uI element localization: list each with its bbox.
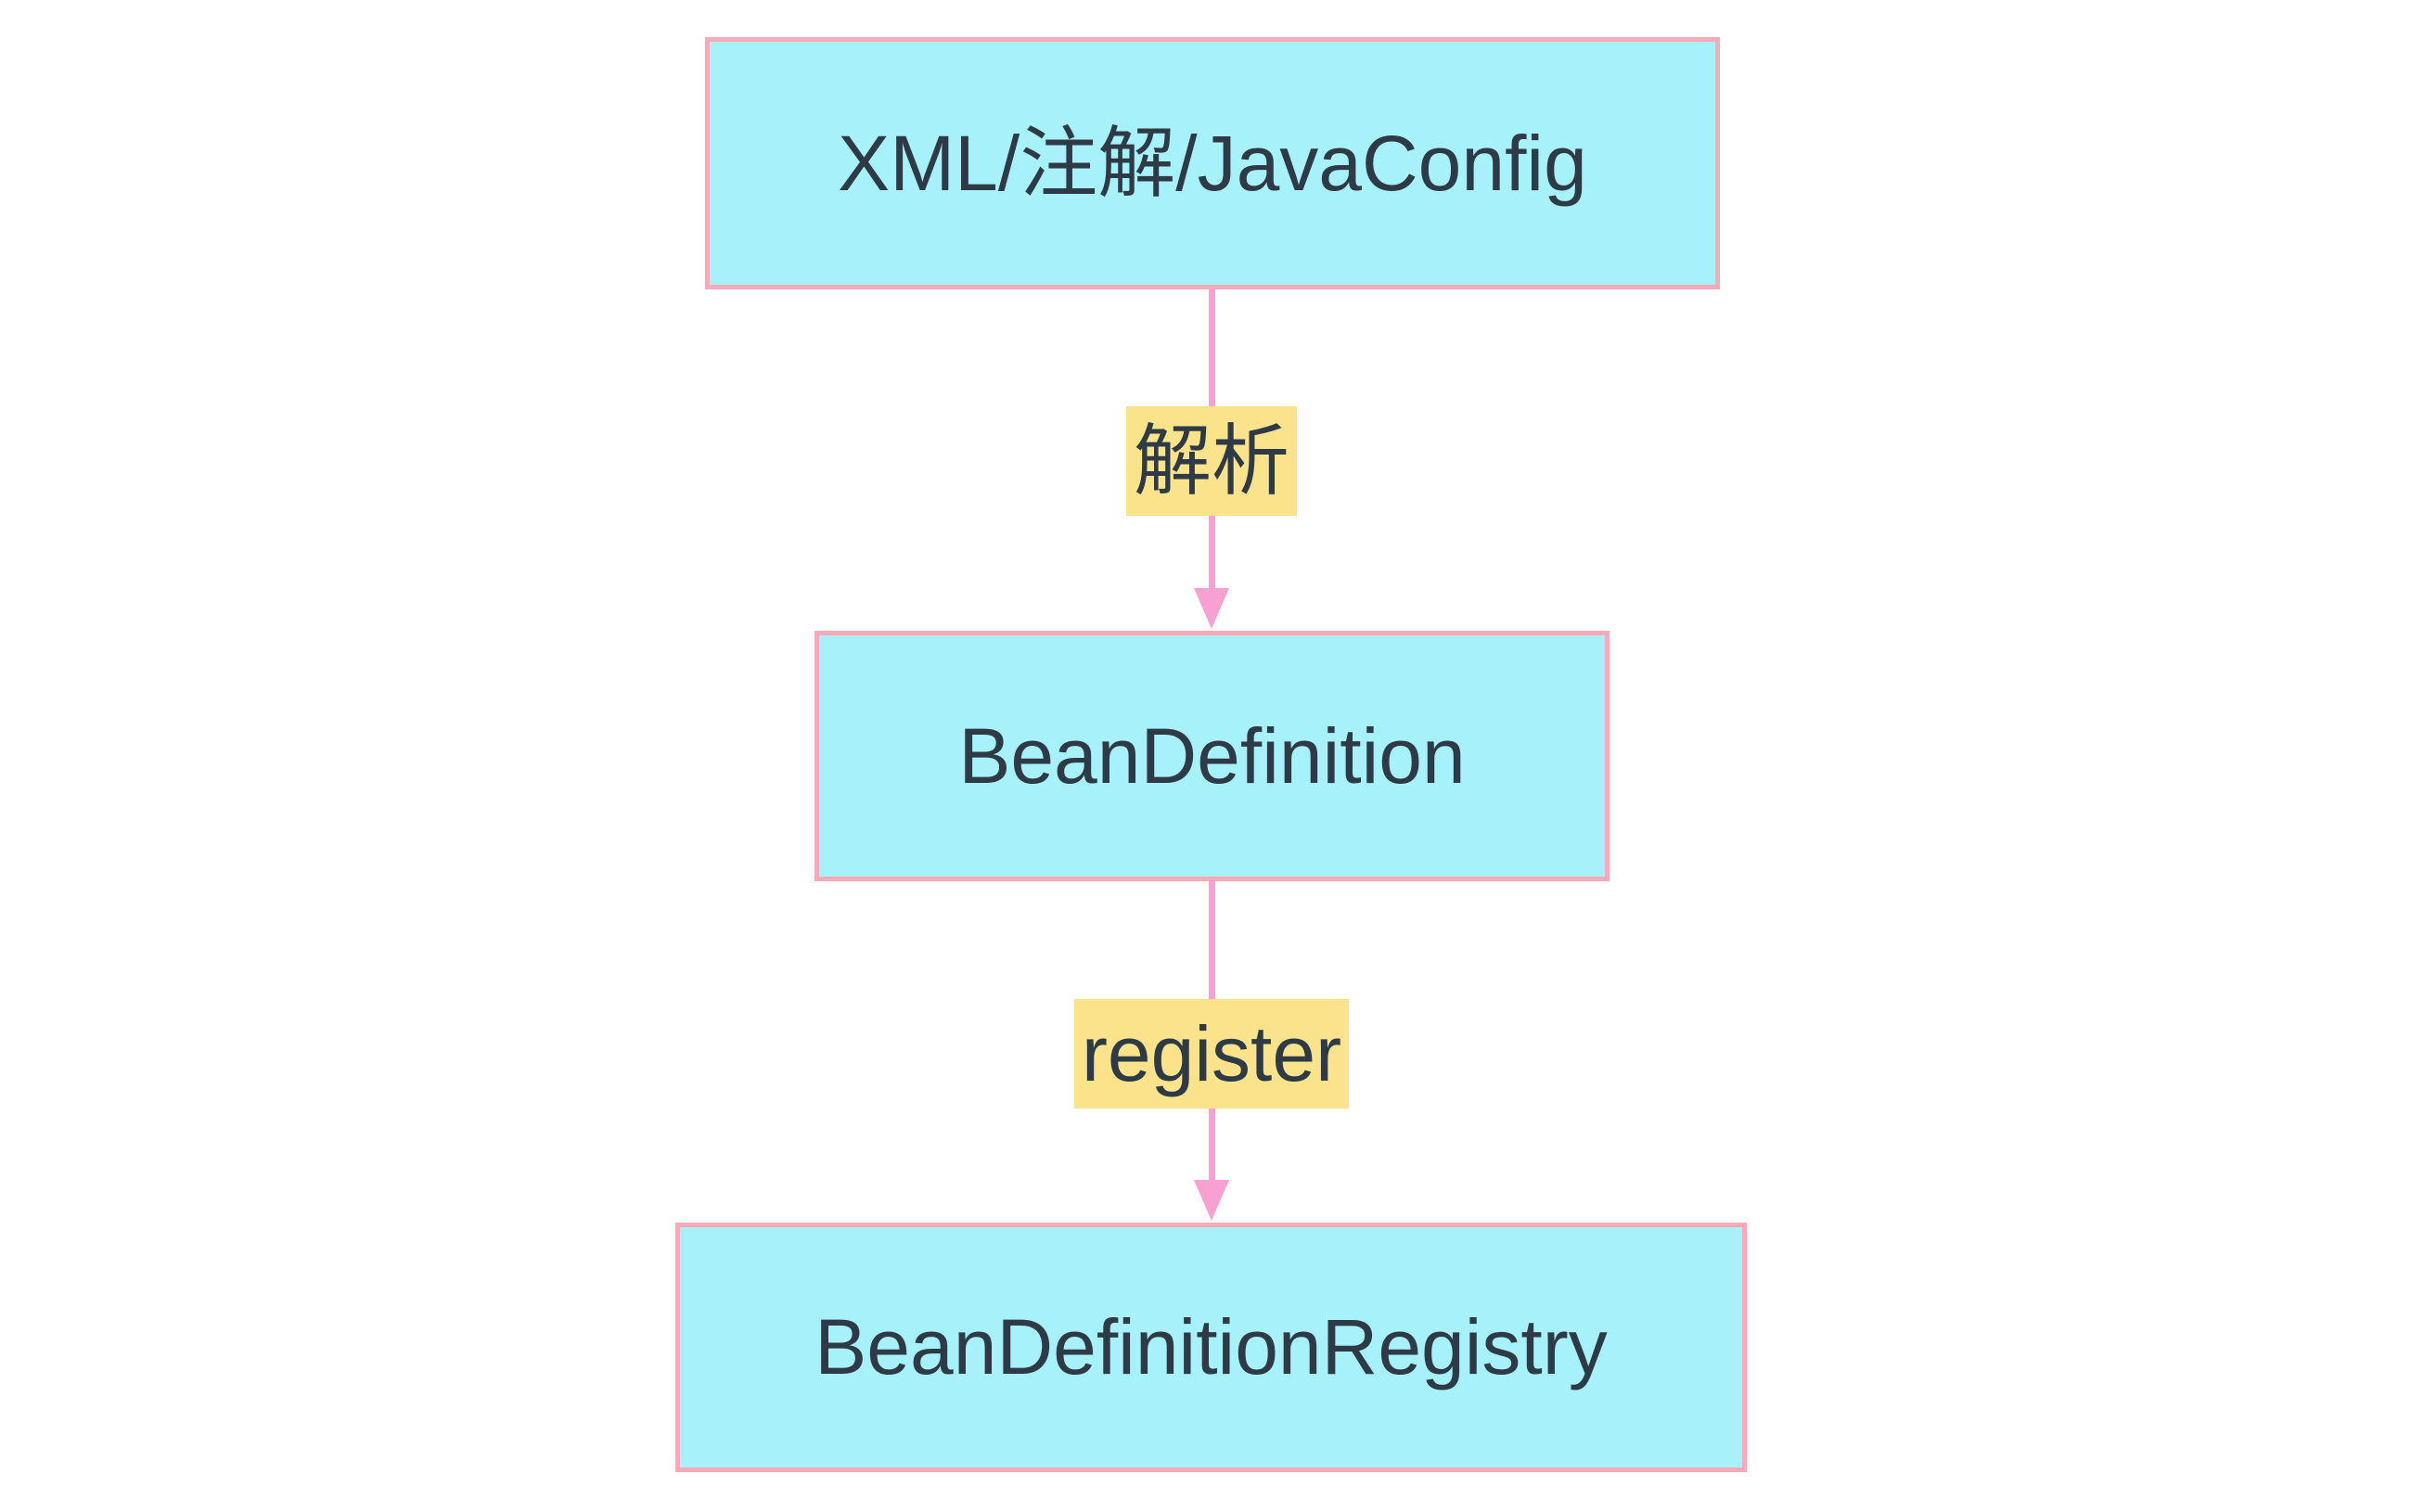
node-bean-definition-label: BeanDefinition	[958, 711, 1466, 800]
node-config-source-label: XML/注解/JavaConfig	[838, 119, 1587, 207]
arrowhead-down-icon	[1194, 588, 1229, 629]
node-bean-definition: BeanDefinition	[814, 631, 1610, 881]
node-config-source: XML/注解/JavaConfig	[705, 37, 1720, 289]
edge-label-register: register	[1073, 999, 1350, 1108]
node-bean-definition-registry-label: BeanDefinitionRegistry	[814, 1303, 1608, 1391]
arrowhead-down-icon	[1194, 1180, 1229, 1221]
node-bean-definition-registry: BeanDefinitionRegistry	[675, 1223, 1747, 1472]
edge-label-parse: 解析	[1125, 406, 1298, 516]
